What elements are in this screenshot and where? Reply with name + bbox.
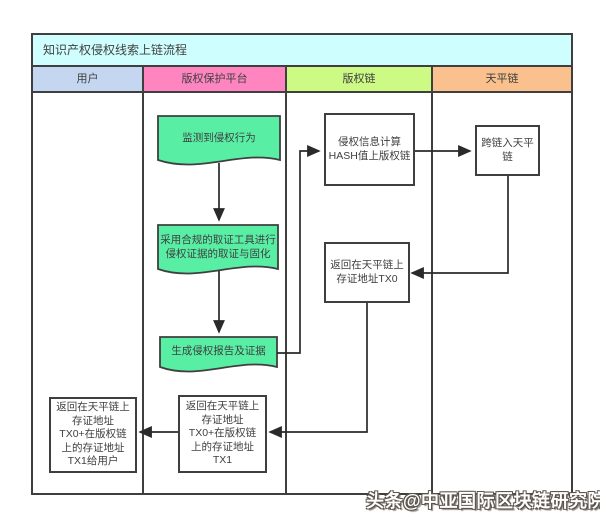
node-return-to-user: 返回在天平链上 存证地址 TX0+在版权链 上的存证地址 TX1给用户: [49, 397, 137, 473]
lane-body-copyright-chain: [287, 93, 433, 493]
lane-header-platform: 版权保护平台: [144, 67, 287, 91]
watermark-text: 头条@中亚国际区块链研究院: [366, 491, 600, 511]
node-crosschain: 跨链入天平 链: [475, 125, 540, 176]
lane-header-user: 用户: [33, 67, 144, 91]
node-hash-upchain: 侵权信息计算 HASH值上版权链: [324, 113, 415, 186]
diagram-title: 知识产权侵权线索上链流程: [33, 35, 571, 67]
lane-header-row: 用户 版权保护平台 版权链 天平链: [33, 67, 571, 93]
node-return-tx0-tx1: 返回在天平链上 存证地址 TX0+在版权链 上的存证地址 TX1: [178, 395, 267, 473]
lane-body-user: [33, 93, 144, 493]
lane-header-tianping-chain: 天平链: [433, 67, 571, 91]
node-return-tx0: 返回在天平链上 存证地址TX0: [324, 242, 410, 303]
lane-header-copyright-chain: 版权链: [287, 67, 433, 91]
